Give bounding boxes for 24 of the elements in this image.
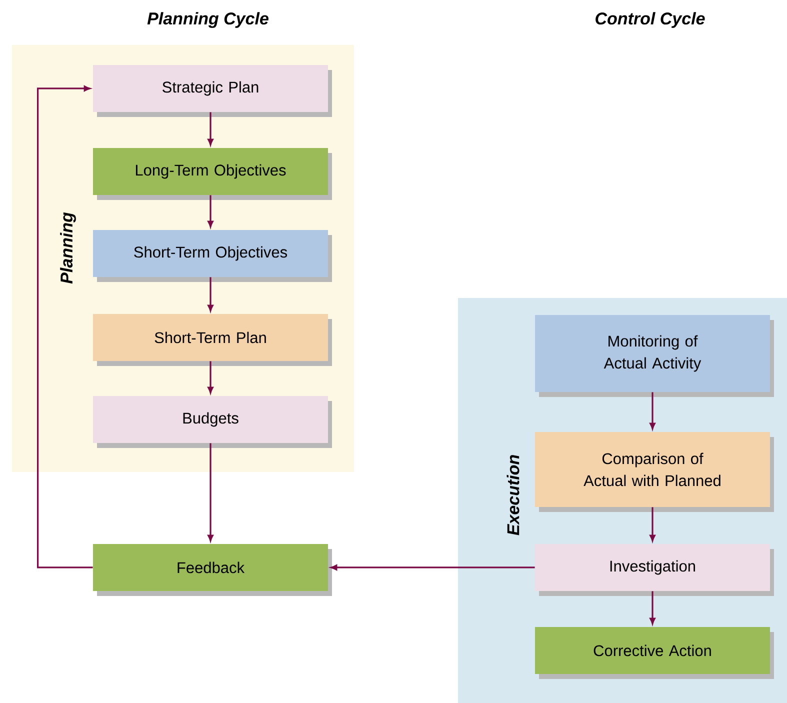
arrow	[208, 277, 214, 312]
arrow	[650, 507, 656, 542]
arrow	[650, 591, 656, 624]
process-box: Budgets	[93, 396, 332, 448]
arrow	[208, 112, 214, 146]
process-box: Strategic Plan	[93, 65, 332, 117]
process-box: Short-Term Plan	[93, 314, 332, 366]
arrow	[208, 195, 214, 228]
arrow	[208, 361, 214, 394]
process-box: Feedback	[93, 544, 332, 596]
arrow	[37, 86, 93, 568]
panel-side-label: Planning	[60, 212, 76, 284]
process-box: Monitoring of Actual Activity	[535, 315, 774, 397]
column-heading: Control Cycle	[596, 12, 705, 28]
arrow	[330, 564, 535, 570]
process-box: Comparison of Actual with Planned	[535, 432, 774, 512]
process-box: Short-Term Objectives	[93, 230, 332, 282]
process-box: Investigation	[535, 544, 774, 596]
arrow	[208, 443, 214, 542]
arrow	[650, 392, 656, 430]
process-box: Long-Term Objectives	[93, 148, 332, 200]
process-box: Corrective Action	[535, 626, 774, 679]
column-heading: Planning Cycle	[147, 12, 268, 28]
panel-side-label: Execution	[506, 455, 520, 536]
